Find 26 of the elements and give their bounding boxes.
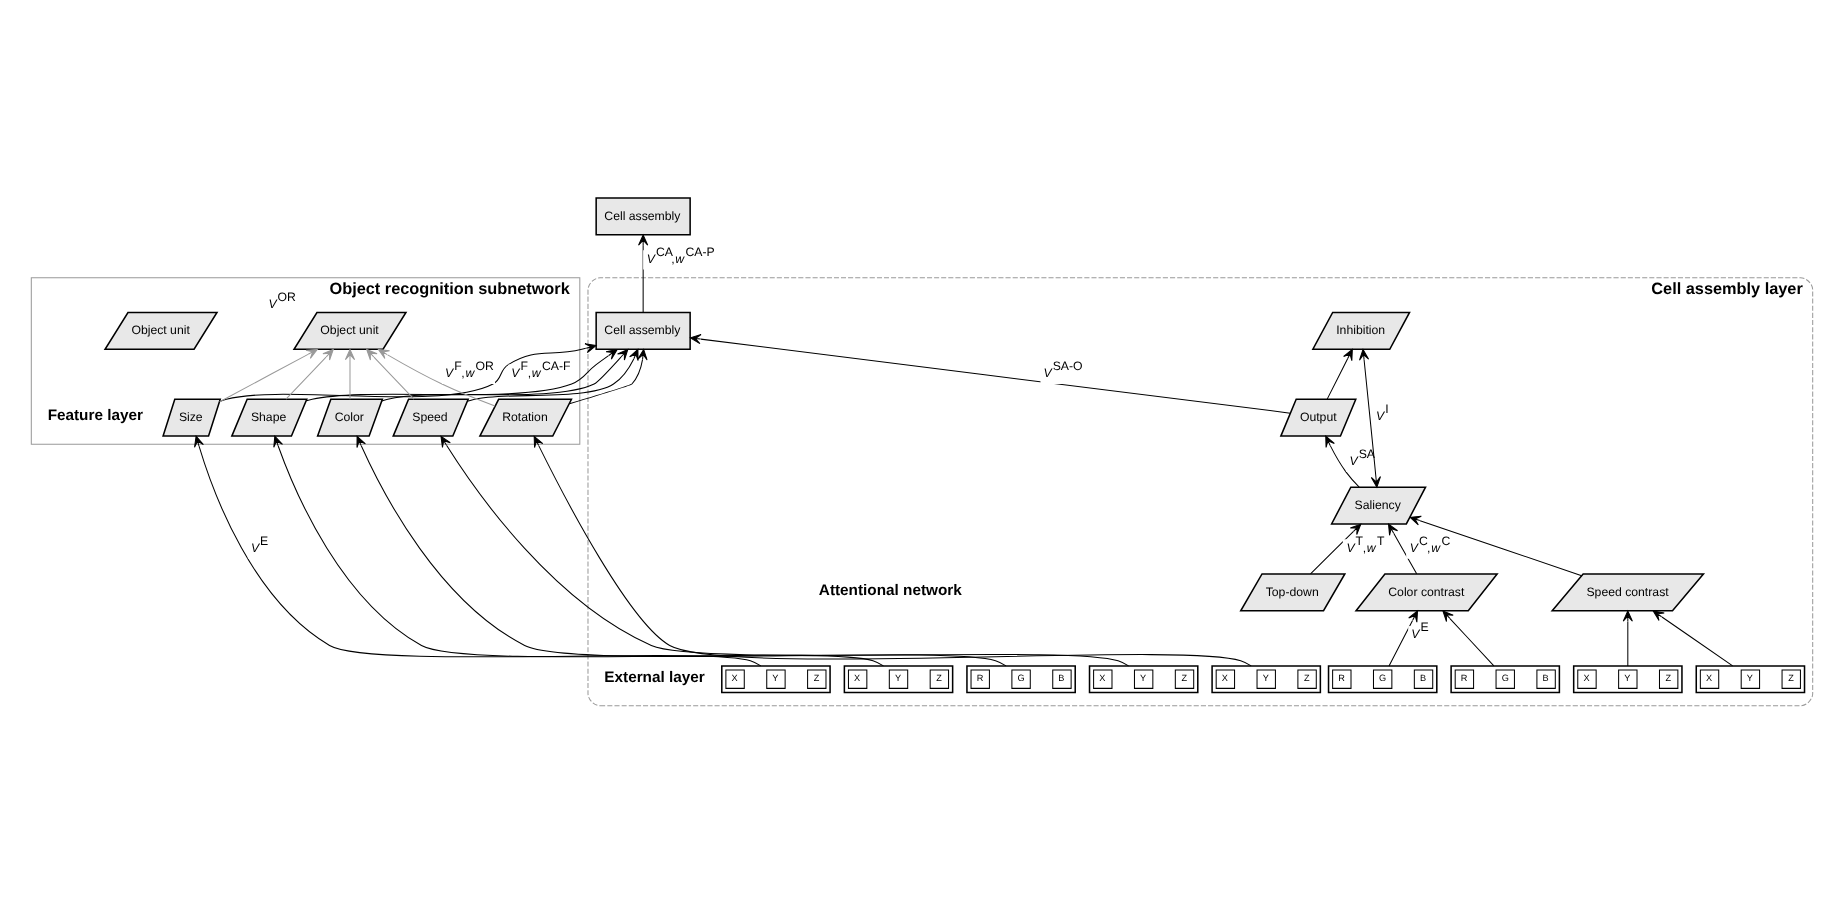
arrow bbox=[218, 347, 317, 402]
arrow bbox=[637, 233, 648, 312]
arrow bbox=[365, 347, 414, 399]
arrow bbox=[1621, 609, 1632, 666]
arrow bbox=[439, 434, 1129, 666]
arrow bbox=[305, 348, 617, 401]
arrow bbox=[532, 434, 1251, 666]
arrow bbox=[1358, 347, 1380, 487]
arrow bbox=[1441, 609, 1494, 666]
arrow bbox=[1387, 522, 1417, 574]
arrow bbox=[1325, 347, 1352, 399]
arrow bbox=[218, 342, 596, 401]
arrow bbox=[1309, 522, 1361, 574]
arrow bbox=[193, 434, 761, 666]
arrow bbox=[380, 347, 628, 401]
arrow bbox=[688, 333, 1290, 413]
arrow bbox=[355, 434, 1006, 666]
arrow bbox=[343, 347, 355, 399]
arrow bbox=[1651, 609, 1733, 666]
arrow bbox=[465, 347, 638, 401]
arrow bbox=[567, 347, 647, 404]
arrow bbox=[284, 347, 333, 399]
arrow bbox=[272, 434, 883, 666]
arrow bbox=[1408, 514, 1582, 576]
arrow bbox=[1387, 609, 1417, 666]
arrow bbox=[1324, 434, 1359, 487]
